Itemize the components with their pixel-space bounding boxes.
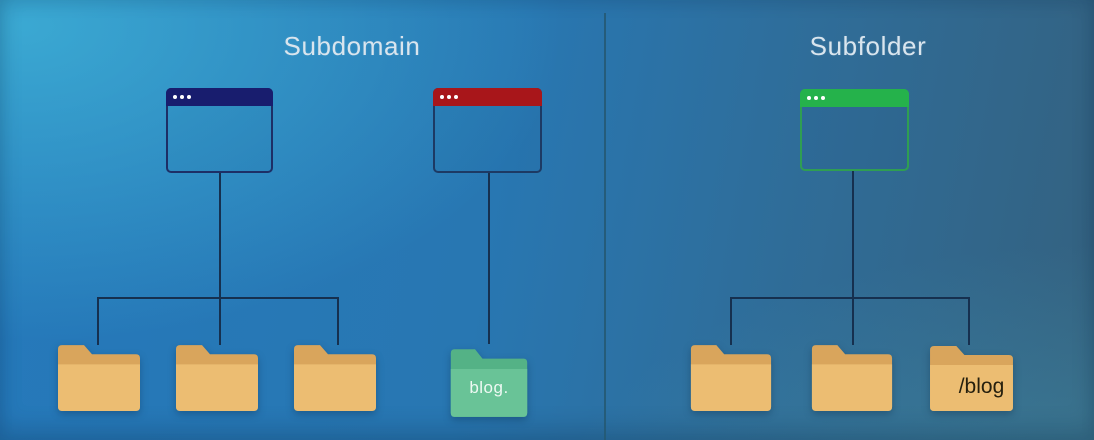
subdomain-title: Subdomain: [283, 31, 421, 61]
window-titlebar: [166, 88, 273, 106]
folder-icon: [173, 340, 261, 413]
folder-icon: [55, 340, 143, 413]
center-divider-line: [604, 13, 606, 440]
window-titlebar: [433, 88, 542, 106]
window-dot-icon: [440, 95, 444, 99]
main-site-browser-window-blue: [166, 88, 273, 173]
folder-icon: [809, 340, 895, 413]
left-tree-rail-line: [97, 297, 339, 299]
window-dot-icon: [180, 95, 184, 99]
left-tree-drop-left-line: [97, 297, 99, 345]
window-titlebar: [800, 89, 909, 107]
folder-icon: [291, 340, 379, 413]
right-tree-drop-right-line: [968, 297, 970, 345]
window-dot-icon: [807, 96, 811, 100]
subdomain-browser-window-red: [433, 88, 542, 173]
window-dot-icon: [187, 95, 191, 99]
subfolder-title: Subfolder: [809, 31, 927, 61]
subdomain-blog-stem-line: [488, 173, 490, 344]
right-tree-drop-left-line: [730, 297, 732, 345]
left-tree-drop-right-line: [337, 297, 339, 345]
window-dot-icon: [173, 95, 177, 99]
subfolder-browser-window-green: [800, 89, 909, 171]
window-dot-icon: [821, 96, 825, 100]
folder-icon: [688, 340, 774, 413]
blog-subfolder-folder-icon: /blog: [927, 341, 1016, 413]
blog-subdomain-folder-icon: blog.: [448, 344, 530, 419]
right-tree-rail-line: [730, 297, 970, 299]
window-dot-icon: [447, 95, 451, 99]
left-tree-stem-line: [219, 173, 221, 345]
window-dot-icon: [454, 95, 458, 99]
right-tree-stem-line: [852, 171, 854, 345]
window-dot-icon: [814, 96, 818, 100]
